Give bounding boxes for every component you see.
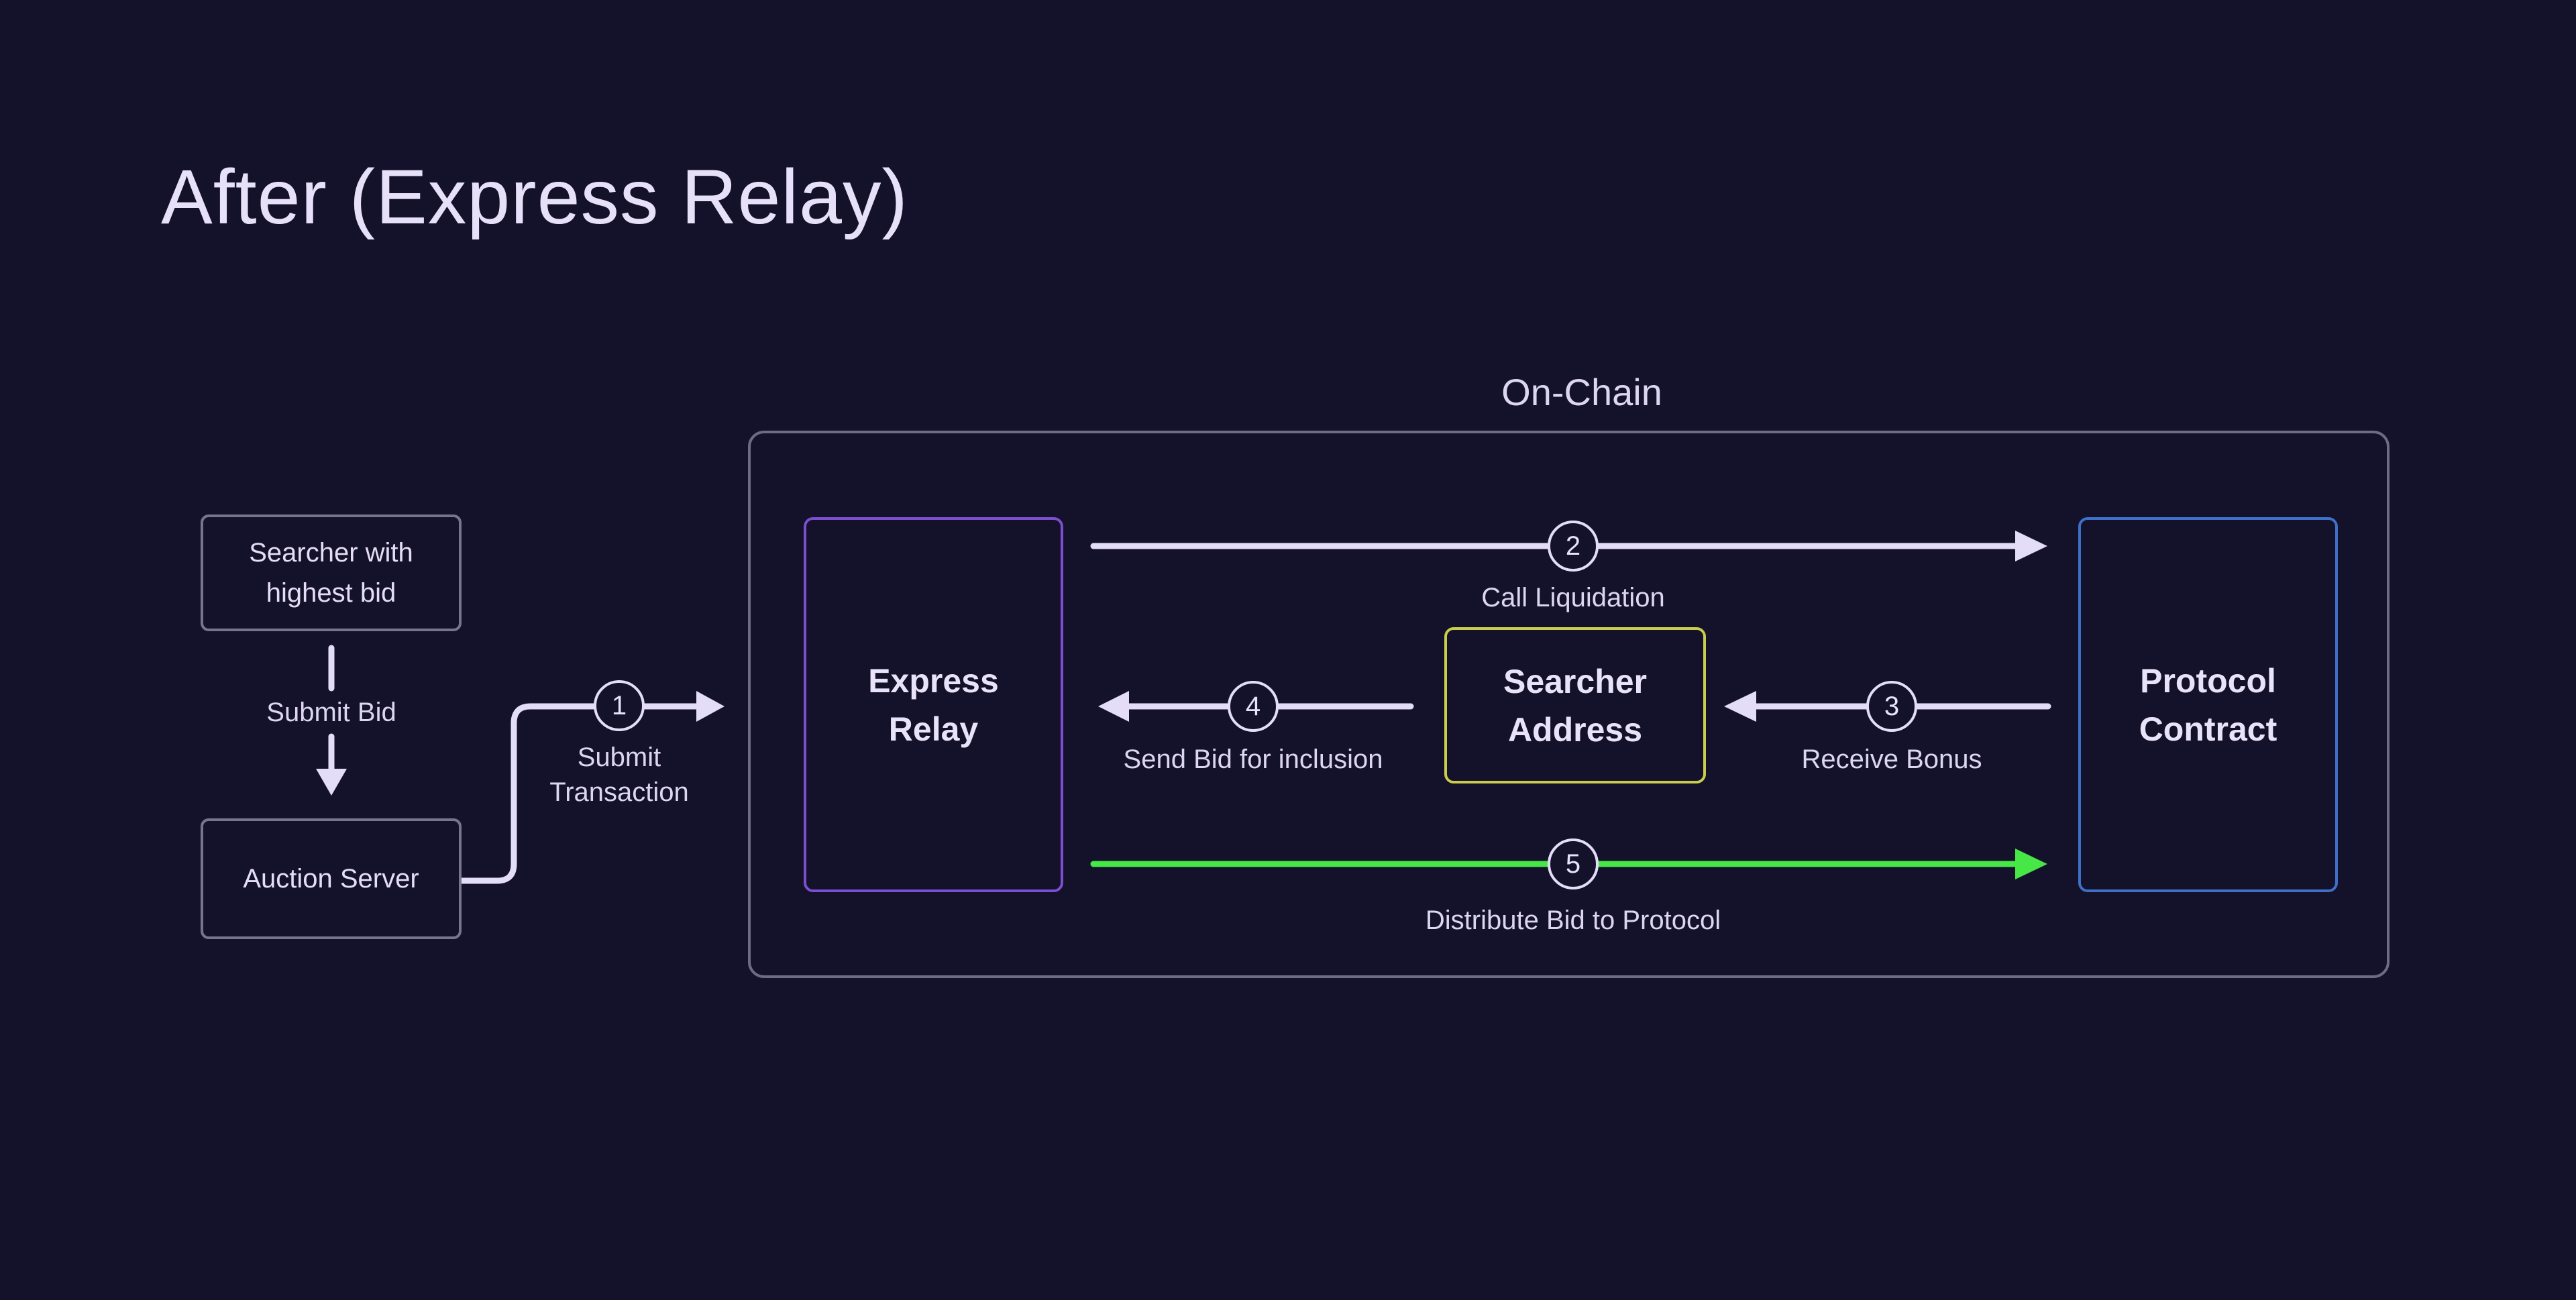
onchain-group-container bbox=[748, 431, 2390, 978]
step1-arrowhead bbox=[696, 691, 724, 722]
onchain-group-label: On-Chain bbox=[1501, 371, 1662, 413]
step5-number: 5 bbox=[1565, 849, 1581, 879]
node-protocol-contract-label: Protocol Contract bbox=[2139, 661, 2277, 748]
step1-number-badge: 1 bbox=[594, 680, 645, 731]
node-auction-server: Auction Server bbox=[201, 818, 462, 939]
step2-arrowhead bbox=[2015, 531, 2047, 561]
node-express-relay-label: Express Relay bbox=[868, 661, 999, 748]
step2-number-badge: 2 bbox=[1548, 521, 1599, 572]
submit-bid-label: Submit Bid bbox=[266, 698, 396, 727]
step5-arrowhead bbox=[2015, 849, 2047, 879]
step4-number: 4 bbox=[1245, 691, 1261, 721]
step4-arrowhead bbox=[1098, 691, 1129, 722]
step3-number: 3 bbox=[1884, 691, 1900, 721]
step4-label: Send Bid for inclusion bbox=[1123, 745, 1383, 774]
step3-arrowhead bbox=[1724, 691, 1756, 722]
submit-bid-arrowhead bbox=[316, 769, 347, 796]
node-auction-server-label: Auction Server bbox=[243, 864, 419, 893]
step1-number: 1 bbox=[611, 690, 627, 720]
step2-label: Call Liquidation bbox=[1481, 583, 1665, 612]
node-searcher-highest-bid-label: Searcher with highest bid bbox=[249, 538, 413, 608]
node-searcher-address-label: Searcher Address bbox=[1503, 662, 1648, 749]
step5-label: Distribute Bid to Protocol bbox=[1425, 906, 1721, 935]
node-searcher-highest-bid: Searcher with highest bid bbox=[201, 514, 462, 631]
step5-number-badge: 5 bbox=[1548, 838, 1599, 889]
step4-number-badge: 4 bbox=[1228, 681, 1279, 732]
step3-label: Receive Bonus bbox=[1801, 745, 1982, 774]
page-title: After (Express Relay) bbox=[161, 154, 908, 240]
step1-connector-line bbox=[458, 703, 700, 884]
step2-number: 2 bbox=[1565, 531, 1581, 561]
node-protocol-contract: Protocol Contract bbox=[2078, 517, 2338, 892]
step1-label: Submit Transaction bbox=[549, 743, 689, 807]
node-searcher-address: Searcher Address bbox=[1444, 627, 1706, 783]
node-express-relay: Express Relay bbox=[804, 517, 1063, 892]
step3-number-badge: 3 bbox=[1866, 681, 1917, 732]
